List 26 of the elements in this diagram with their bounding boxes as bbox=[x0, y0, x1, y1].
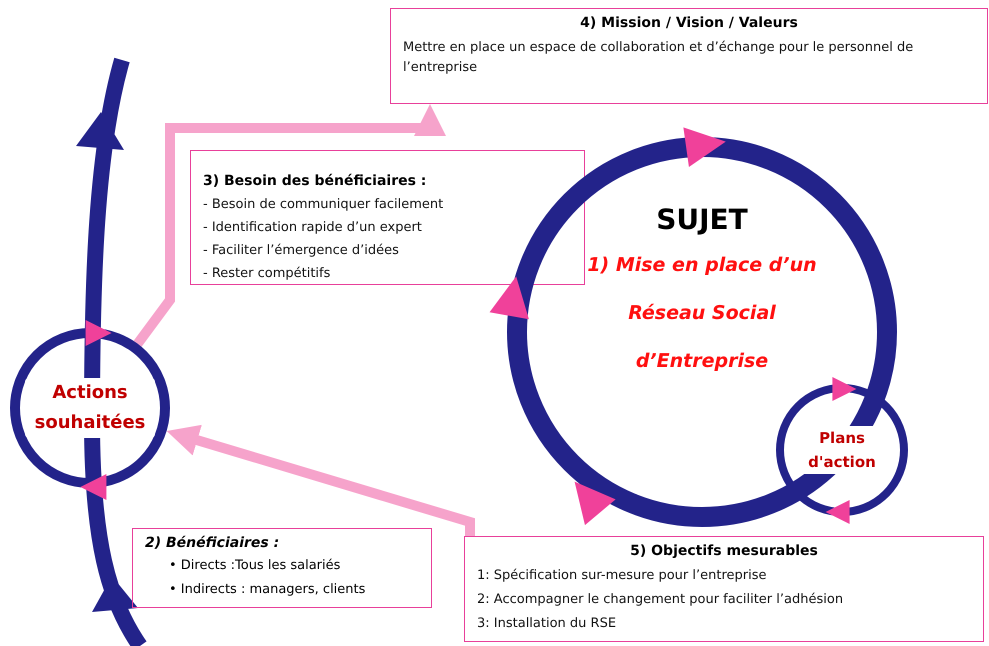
text-box bbox=[190, 150, 585, 285]
box-text: 2: Accompagner le changement pour faciliter l’adhésion bbox=[477, 591, 844, 609]
box-text: - Faciliter l’émergence d’idées bbox=[203, 242, 400, 260]
box-text: - Identification rapide d’un expert bbox=[203, 219, 423, 237]
box-heading: 3) Besoin des bénéficiaires : bbox=[203, 172, 428, 191]
box-text: 1: Spécification sur-mesure pour l’entreprise bbox=[477, 567, 768, 585]
list-item: • Directs :Tous les salariés bbox=[169, 557, 342, 575]
circle-label: 1) Mise en place d’un Réseau Social d’Entreprise bbox=[586, 253, 818, 374]
box-text: 3: Installation du RSE bbox=[477, 615, 618, 633]
arrow bbox=[166, 424, 475, 536]
cycle-circle bbox=[507, 137, 897, 527]
list-item: • Indirects : managers, clients bbox=[169, 581, 366, 599]
box-text: Mettre en place un espace de collaboration et d’échange pour le personnel de l’entreprise bbox=[403, 39, 914, 77]
text-box bbox=[464, 536, 984, 642]
cycle-circle bbox=[776, 384, 908, 516]
box-text: - Rester compétitifs bbox=[203, 265, 332, 283]
box-heading: 4) Mission / Vision / Valeurs bbox=[579, 14, 799, 33]
text-box bbox=[132, 528, 432, 608]
box-heading: 2) Bénéficiaires : bbox=[145, 534, 280, 553]
arrow bbox=[134, 104, 446, 347]
circle-title: SUJET bbox=[656, 202, 748, 238]
box-text: - Besoin de communiquer facilement bbox=[203, 196, 444, 214]
circle-label: Actions souhaitées bbox=[25, 378, 155, 438]
box-heading: 5) Objectifs mesurables bbox=[629, 542, 819, 561]
text-box bbox=[390, 8, 988, 104]
cycle-circle bbox=[10, 328, 170, 488]
